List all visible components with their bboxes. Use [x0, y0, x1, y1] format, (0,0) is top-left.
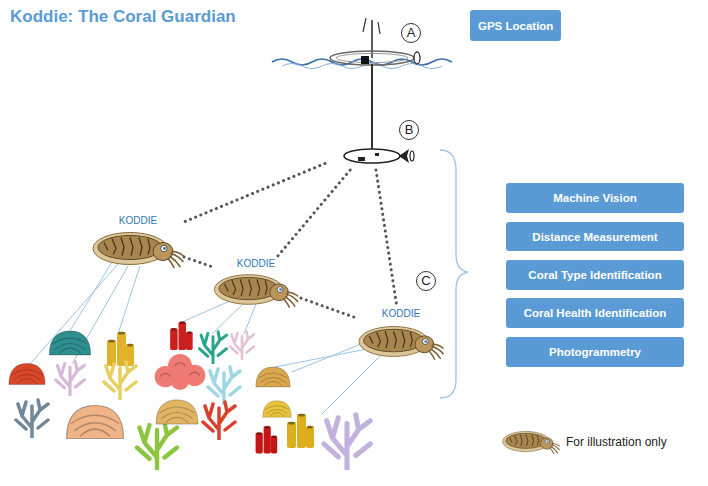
figure-part — [336, 54, 408, 63]
figure-part — [330, 51, 414, 65]
figure-part — [361, 56, 369, 64]
figure-part — [371, 64, 373, 74]
figure-part — [371, 20, 373, 58]
coral — [203, 402, 235, 439]
coral — [16, 400, 48, 437]
diagram-title: Koddie: The Coral Guardian — [10, 7, 236, 27]
survey-line — [212, 303, 244, 334]
figure-part — [503, 431, 560, 453]
survey-line — [292, 342, 366, 372]
coral — [170, 321, 193, 350]
survey-line — [30, 264, 118, 364]
wireless-link — [184, 163, 325, 221]
coral — [287, 414, 314, 449]
koddie-robot: KODDIE — [211, 256, 301, 308]
figure-part — [359, 327, 443, 360]
figure-part — [399, 149, 409, 163]
wireless-link — [301, 298, 358, 318]
survey-line — [270, 348, 372, 368]
figure-part — [358, 157, 365, 161]
legend-text: For illustration only — [566, 435, 667, 449]
figure-part — [363, 18, 366, 32]
legend-icon — [502, 428, 560, 455]
feature-box: Coral Health Identification — [506, 298, 684, 328]
tether-cable — [371, 74, 373, 118]
robot-name: KODDIE — [236, 258, 276, 270]
coral — [155, 354, 206, 390]
gps-buoy: A — [300, 14, 444, 74]
feature-label: Machine Vision — [553, 191, 637, 205]
coral — [9, 364, 45, 385]
feature-label: Photogrammetry — [549, 345, 641, 359]
figure-part — [214, 275, 297, 307]
coral — [256, 426, 278, 454]
coral — [56, 362, 85, 395]
cuttle-figure — [358, 321, 444, 362]
coral — [67, 406, 124, 439]
coral — [263, 401, 292, 418]
legend-item: For illustration only — [502, 428, 667, 455]
cuttle-figure — [92, 228, 184, 269]
underwater-vehicle: B — [325, 118, 419, 170]
figure-part — [371, 118, 373, 149]
callout-letter: C — [416, 271, 436, 291]
feature-label: Coral Health Identification — [524, 306, 667, 320]
coral — [324, 415, 370, 469]
wireless-link — [278, 170, 350, 256]
coral — [137, 423, 177, 469]
coral-reef — [9, 321, 370, 469]
callout-letter: A — [401, 23, 421, 43]
figure-part — [375, 153, 379, 156]
feature-label: GPS Location — [478, 19, 553, 33]
buoy-figure — [300, 14, 444, 74]
feature-label: Coral Type Identification — [528, 268, 661, 282]
survey-line — [182, 300, 232, 322]
coral — [49, 331, 90, 355]
koddie-robot: KODDIE — [92, 213, 184, 269]
figure-part — [414, 52, 420, 64]
label-holder: C — [416, 271, 436, 291]
figure-part — [93, 233, 183, 268]
figure-part — [410, 151, 414, 161]
survey-line — [244, 304, 256, 334]
legend-row: For illustration only — [502, 428, 667, 455]
feature-box: Distance Measurement — [506, 222, 684, 251]
cuttle-figure — [211, 271, 301, 308]
title-holder: Koddie: The Coral Guardian — [10, 7, 236, 27]
coral — [230, 332, 254, 360]
robot-name: KODDIE — [118, 215, 158, 227]
figure-part — [344, 149, 400, 163]
coral — [156, 400, 198, 424]
figure-part — [378, 22, 380, 34]
coral — [199, 332, 226, 363]
robot-name: KODDIE — [381, 308, 421, 320]
survey-line — [322, 354, 382, 414]
feature-box: Coral Type Identification — [506, 260, 684, 290]
callout-letter: B — [399, 120, 419, 140]
coral — [256, 367, 290, 387]
coral — [208, 367, 240, 404]
survey-line — [68, 262, 112, 334]
coral — [104, 362, 136, 399]
feature-box: GPS Location — [470, 10, 561, 41]
feature-box: Photogrammetry — [506, 337, 684, 367]
survey-lines — [30, 262, 382, 414]
koddie-robot: KODDIE — [358, 306, 444, 362]
feature-box: Machine Vision — [506, 183, 684, 213]
feature-label: Distance Measurement — [532, 230, 657, 244]
group-bracket — [440, 150, 468, 398]
survey-line — [118, 266, 140, 334]
coral — [107, 332, 134, 367]
wireless-link — [376, 170, 397, 306]
wireless-link — [184, 257, 211, 266]
